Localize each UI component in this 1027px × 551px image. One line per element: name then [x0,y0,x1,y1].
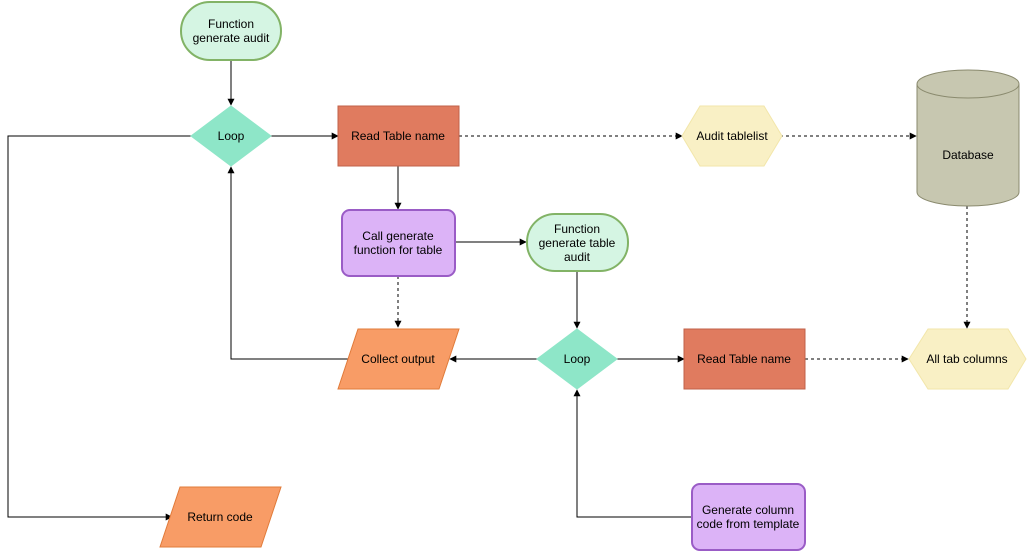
return-code-label: Return code [187,510,253,524]
audit-tablelist-node: Audit tablelist [681,105,783,167]
database-label: Database [942,148,994,162]
edge-loop-top-to-return-code [7,135,191,521]
all-tab-columns-node: All tab columns [908,328,1027,390]
connectors [7,60,971,521]
collect-output-label: Collect output [361,352,435,366]
read-table-name-mid-label: Read Table name [697,352,791,366]
function-generate-table-audit-line1: Function [554,222,600,236]
edge-collect-output-to-loop-top [227,166,348,360]
read-table-name-top-node: Read Table name [337,105,460,167]
loop-mid-label: Loop [564,352,591,366]
function-generate-table-audit-line2: generate table [539,236,616,250]
call-generate-line1: Call generate [362,229,434,243]
all-tab-columns-label: All tab columns [926,352,1007,366]
read-table-name-top-label: Read Table name [351,129,445,143]
function-generate-table-audit-node: Function generate table audit [526,213,629,272]
loop-top-decision: Loop [190,105,272,167]
function-generate-audit-line1: Function [208,17,254,31]
edge-generate-column-to-loop-mid [573,389,692,518]
generate-column-line1: Generate column [702,503,794,517]
function-generate-audit-line2: generate audit [193,31,270,45]
call-generate-function-node: Call generate function for table [341,209,456,277]
return-code-node: Return code [159,486,282,548]
database-node: Database [916,69,1020,207]
read-table-name-mid-node: Read Table name [683,328,806,390]
generate-column-line2: code from template [697,517,800,531]
loop-mid-decision: Loop [536,328,618,390]
function-generate-audit-node: Function generate audit [180,1,282,61]
function-generate-table-audit-line3: audit [564,250,591,264]
generate-column-code-node: Generate column code from template [691,483,806,551]
call-generate-line2: function for table [354,243,443,257]
loop-top-label: Loop [218,129,245,143]
collect-output-node: Collect output [337,328,460,390]
audit-tablelist-label: Audit tablelist [696,129,768,143]
